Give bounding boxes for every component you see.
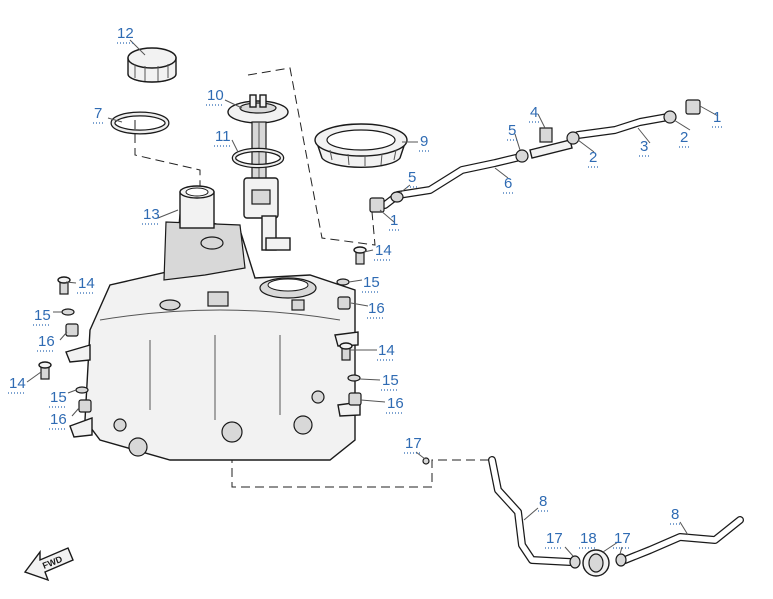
callout-15-d: 15 [382, 372, 399, 389]
pump-lock-ring [314, 123, 408, 169]
callout-5-lower: 5 [408, 169, 416, 186]
callout-15-a: 15 [34, 307, 51, 324]
callout-4: 4 [530, 104, 538, 121]
callout-11: 11 [215, 128, 231, 145]
callout-14-c: 14 [9, 375, 26, 392]
callout-5-upper: 5 [508, 122, 516, 139]
callout-1-right: 1 [713, 109, 721, 126]
callout-15-b: 15 [363, 274, 380, 291]
callout-17-a: 17 [405, 435, 422, 452]
callout-16-c: 16 [50, 411, 67, 428]
callout-7: 7 [94, 105, 102, 122]
callout-12: 12 [117, 25, 134, 42]
callout-10: 10 [207, 87, 224, 104]
callout-14-b: 14 [375, 242, 392, 259]
fuel-tank [65, 185, 361, 461]
callout-14-d: 14 [378, 342, 395, 359]
callout-2-right: 2 [680, 129, 688, 146]
pump-gasket [231, 147, 285, 169]
fuel-cap [127, 47, 177, 83]
callout-15-c: 15 [50, 389, 67, 406]
callout-13: 13 [143, 206, 160, 223]
callout-6: 6 [504, 175, 512, 192]
leader-lines [26, 39, 719, 557]
callout-3: 3 [640, 138, 648, 155]
callout-16-a: 16 [38, 333, 55, 350]
callout-8-right: 8 [671, 506, 679, 523]
callout-1-left: 1 [390, 212, 398, 229]
callout-16-d: 16 [387, 395, 404, 412]
callout-2-mid: 2 [589, 149, 597, 166]
callout-17-c: 17 [614, 530, 631, 547]
callout-18: 18 [580, 530, 597, 547]
callout-17-b: 17 [546, 530, 563, 547]
callout-14-a: 14 [78, 275, 95, 292]
fuel-supply-hose-assembly [422, 456, 744, 577]
forward-direction-arrow: FWD [23, 547, 74, 582]
callout-9: 9 [420, 133, 428, 150]
mounting-hardware [38, 246, 367, 413]
cap-gasket [110, 111, 170, 135]
callout-labels: 12 7 10 11 9 13 1 2 3 2 4 5 6 5 1 14 14 … [8, 25, 722, 549]
callout-8-left: 8 [539, 493, 547, 510]
callout-16-b: 16 [368, 300, 385, 317]
vent-hose-assembly [369, 99, 701, 213]
assembly-dash-lines [134, 67, 490, 488]
